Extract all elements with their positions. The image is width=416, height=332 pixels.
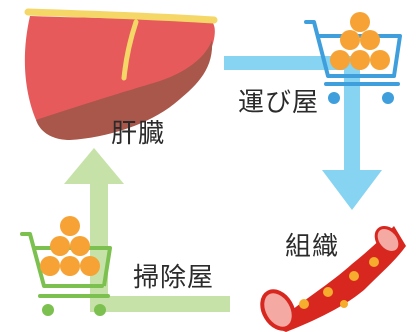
label-liver: 肝臓 — [111, 113, 165, 150]
label-carrier: 運び屋 — [238, 82, 319, 119]
cart-balls — [330, 12, 390, 70]
label-tissue: 組織 — [285, 226, 339, 263]
blue-flow-arrow — [224, 56, 382, 210]
label-cleaner: 掃除屋 — [133, 257, 214, 294]
